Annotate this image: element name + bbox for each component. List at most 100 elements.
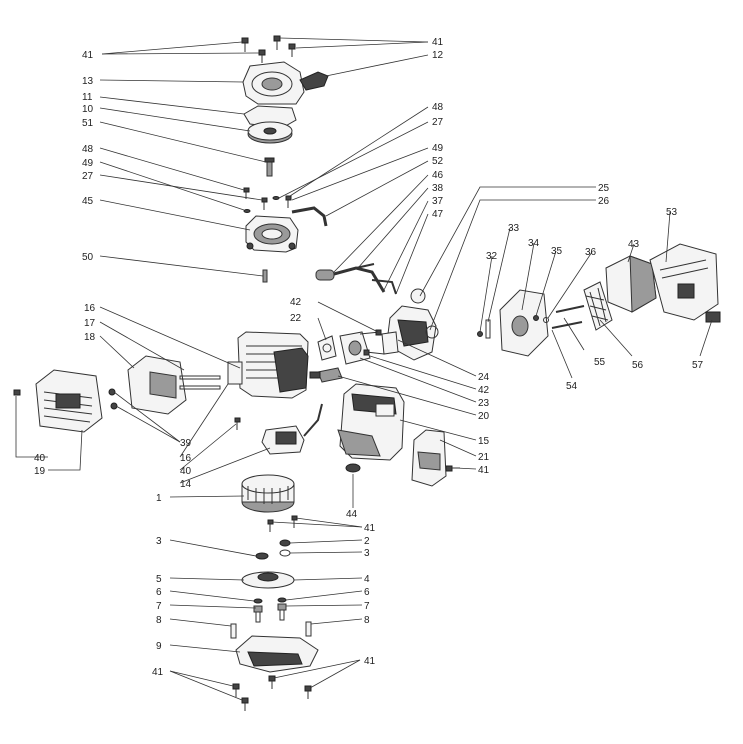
part-filter-base-34 xyxy=(477,289,549,357)
callout-33: 33 xyxy=(508,223,520,234)
callout-22: 22 xyxy=(290,313,302,324)
callout-41: 41 xyxy=(152,667,164,678)
part-fan-housing-45 xyxy=(245,215,299,253)
callout-36: 36 xyxy=(585,247,597,258)
part-pin-50 xyxy=(262,269,268,283)
callout-41: 41 xyxy=(478,465,490,476)
callout-27: 27 xyxy=(432,117,444,128)
callout-26: 26 xyxy=(598,196,610,207)
callout-24: 24 xyxy=(478,372,490,383)
callout-37: 37 xyxy=(432,196,444,207)
callout-25: 25 xyxy=(598,183,610,194)
callout-17: 17 xyxy=(84,318,96,329)
callout-3: 3 xyxy=(156,536,162,547)
callout-49: 49 xyxy=(432,143,444,154)
callout-56: 56 xyxy=(632,360,644,371)
callout-46: 46 xyxy=(432,170,444,181)
callout-41: 41 xyxy=(432,37,444,48)
part-flywheel-1 xyxy=(241,474,295,513)
part-fuel-lines xyxy=(315,263,397,295)
callout-23: 23 xyxy=(478,398,490,409)
part-spark-plug-20 xyxy=(309,367,343,383)
part-small-screws-mid xyxy=(243,187,292,213)
callout-32: 32 xyxy=(486,251,498,262)
part-ignition-coil-14 xyxy=(261,403,323,455)
part-washers-2-3 xyxy=(255,539,291,560)
callout-38: 38 xyxy=(432,183,444,194)
part-muffler-bracket-18 xyxy=(127,355,221,415)
callout-20: 20 xyxy=(478,411,490,422)
part-hose-52 xyxy=(291,206,328,227)
part-side-cover-21 xyxy=(411,429,447,487)
callout-12: 12 xyxy=(432,50,444,61)
part-pulley-10 xyxy=(247,121,293,144)
part-switch-57 xyxy=(705,311,721,323)
part-screws-41-top xyxy=(241,35,296,63)
part-clutch-bolts-6-7 xyxy=(253,597,287,623)
callout-19: 19 xyxy=(34,466,46,477)
part-screw-40-mid xyxy=(234,417,241,430)
callout-16: 16 xyxy=(84,303,96,314)
part-screws-41-bottom xyxy=(232,675,312,711)
part-long-bolts-54-55 xyxy=(551,305,585,329)
callout-52: 52 xyxy=(432,156,444,167)
part-plate-11 xyxy=(243,105,297,129)
callout-27: 27 xyxy=(82,171,94,182)
callout-2: 2 xyxy=(364,536,370,547)
callout-50: 50 xyxy=(82,252,94,263)
callout-1: 1 xyxy=(156,493,162,504)
callout-42: 42 xyxy=(478,385,490,396)
callout-49: 49 xyxy=(82,158,94,169)
callout-10: 10 xyxy=(82,104,94,115)
leader-lines xyxy=(15,37,713,701)
part-muffler-19 xyxy=(35,369,103,433)
part-filter-grid-56 xyxy=(583,281,613,331)
callout-35: 35 xyxy=(551,246,563,257)
callout-15: 15 xyxy=(478,436,490,447)
callout-44: 44 xyxy=(346,509,358,520)
callout-8: 8 xyxy=(156,615,162,626)
callout-34: 34 xyxy=(528,238,540,249)
part-clutch-cover-9 xyxy=(235,635,319,673)
callout-11: 11 xyxy=(82,92,93,103)
part-filter-cover-53 xyxy=(649,243,719,321)
callout-41: 41 xyxy=(364,523,376,534)
callout-42: 42 xyxy=(290,297,302,308)
callout-55: 55 xyxy=(594,357,606,368)
callout-6: 6 xyxy=(364,587,370,598)
callout-7: 7 xyxy=(156,601,162,612)
callout-57: 57 xyxy=(692,360,704,371)
callout-48: 48 xyxy=(432,102,444,113)
callout-40: 40 xyxy=(180,466,192,477)
part-mount-44 xyxy=(345,463,361,473)
callout-45: 45 xyxy=(82,196,94,207)
callout-39: 39 xyxy=(180,438,192,449)
callout-13: 13 xyxy=(82,76,94,87)
part-pins-8 xyxy=(230,621,312,639)
callout-18: 18 xyxy=(84,332,96,343)
part-screws-39-40 xyxy=(13,388,118,410)
part-clutch-4 xyxy=(241,571,295,589)
callout-53: 53 xyxy=(666,207,678,218)
callout-9: 9 xyxy=(156,641,162,652)
callout-6: 6 xyxy=(156,587,162,598)
part-starter-housing-13 xyxy=(242,61,329,105)
part-screws-41-flywheel xyxy=(267,515,298,532)
part-crankcase-15 xyxy=(337,383,405,461)
callout-47: 47 xyxy=(432,209,444,220)
callout-43: 43 xyxy=(628,239,640,250)
callout-5: 5 xyxy=(156,574,162,585)
callout-labels: 41 41 12 13 11 10 51 48 49 27 45 50 48 2… xyxy=(34,37,704,678)
part-bolts-42 xyxy=(359,329,385,356)
callout-48: 48 xyxy=(82,144,94,155)
part-shaft-51 xyxy=(264,157,275,177)
callout-14: 14 xyxy=(180,479,192,490)
part-cylinder-16 xyxy=(227,331,309,399)
callout-16: 16 xyxy=(180,453,192,464)
callout-54: 54 xyxy=(566,381,578,392)
callout-41: 41 xyxy=(82,50,94,61)
callout-8: 8 xyxy=(364,615,370,626)
part-carburetor-24 xyxy=(387,288,439,361)
